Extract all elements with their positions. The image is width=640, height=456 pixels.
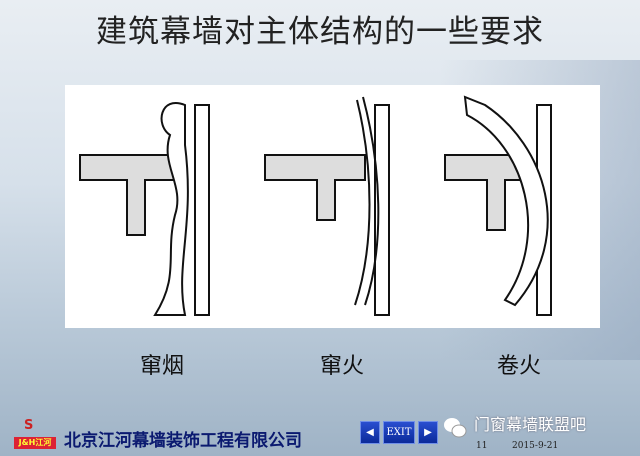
arrow-right-icon: ▶ (424, 427, 432, 438)
label-smoke: 窜烟 (140, 354, 185, 379)
watermark: 门窗幕墙联盟吧 (474, 415, 587, 434)
figure-fire-curl (444, 95, 552, 316)
label-fire-leak: 窜火 (320, 354, 365, 379)
slide-date: 2015-9-21 (512, 441, 559, 451)
logo-text: J&H江河 (14, 437, 56, 449)
arrow-left-icon: ◀ (366, 427, 374, 438)
logo-mark-icon: S (24, 418, 34, 433)
footer: S J&H江河 北京江河幕墙装饰工程有限公司 ◀ EXIT ▶ 门窗幕墙联盟吧 … (0, 410, 640, 456)
diagram-panel (65, 85, 600, 328)
wechat-icon (443, 416, 467, 440)
company-logo: S J&H江河 (14, 418, 56, 454)
slide-title: 建筑幕墙对主体结构的一些要求 (96, 14, 544, 50)
exit-button[interactable]: EXIT (383, 421, 415, 444)
prev-button[interactable]: ◀ (360, 421, 380, 444)
next-button[interactable]: ▶ (418, 421, 438, 444)
figure-fire-leak (264, 96, 390, 316)
company-name: 北京江河幕墙装饰工程有限公司 (64, 431, 302, 451)
figure-smoke (79, 102, 210, 316)
label-fire-curl: 卷火 (497, 354, 542, 379)
page-number: 11 (476, 441, 488, 451)
